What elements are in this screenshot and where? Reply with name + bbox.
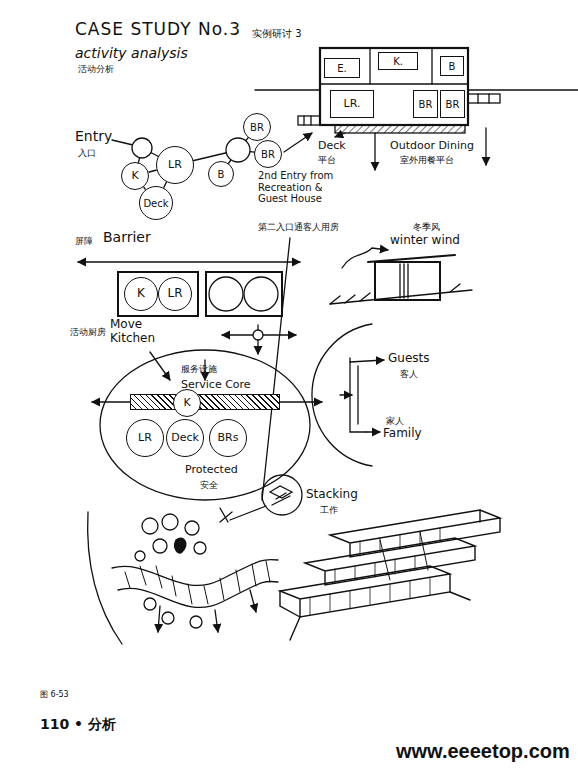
node-text: 服务设施 xyxy=(181,365,217,375)
sketch-label: Entry xyxy=(75,128,112,144)
sketch-label: 工作 xyxy=(320,505,338,515)
sketch-label: Move Kitchen xyxy=(110,318,162,346)
sketch-label: 图 6-53 xyxy=(40,690,69,699)
sketch-label: 平台 xyxy=(318,155,336,165)
sketch-label: Guests xyxy=(388,352,430,366)
node-text: LR xyxy=(168,159,182,171)
node-text: K xyxy=(131,170,138,182)
sketch-label: winter wind xyxy=(390,234,460,248)
sketch-label: 客人 xyxy=(400,369,418,379)
sketch-label: 活动厨房 xyxy=(70,327,106,337)
node-text: LR xyxy=(167,287,182,300)
node-text: Deck xyxy=(143,198,168,209)
service-core-band: 服务设施Service CoreK xyxy=(130,394,280,410)
node-text: LR xyxy=(138,432,152,444)
room-bubble: K xyxy=(124,277,158,311)
room-box: BR xyxy=(413,90,438,118)
sketch-label: www.eeeetop.com xyxy=(396,740,570,763)
sketch-label: 家人 xyxy=(386,416,404,426)
node-text: BRs xyxy=(218,432,239,444)
sketch-label: Protected xyxy=(185,464,238,477)
room-bubble: BRs xyxy=(209,419,247,457)
sketch-label: Stacking xyxy=(306,488,358,502)
sketch-label: Family xyxy=(383,427,422,441)
sketch-label: Deck xyxy=(318,140,346,153)
room-bubble: LR xyxy=(156,146,194,184)
node-text: BR xyxy=(250,122,264,133)
page-title: CASE STUDY No.3 xyxy=(75,20,241,40)
room-bubble: Deck xyxy=(139,186,173,220)
sketch-label: 入口 xyxy=(78,148,96,158)
room-box: K. xyxy=(378,52,418,70)
room-bubble: B xyxy=(208,161,234,187)
sketch-label: 冬季风 xyxy=(413,222,440,232)
room-bubble: LR xyxy=(126,419,164,457)
sketch-label: 110 • 分析 xyxy=(40,716,116,732)
sketch-label: 室外用餐平台 xyxy=(400,155,454,165)
sketch-label: 活动分析 xyxy=(78,64,114,74)
node-text: LR. xyxy=(344,98,361,110)
room-box: BR xyxy=(440,90,465,118)
sketch-label: 安全 xyxy=(200,480,218,490)
room-bubble: LR xyxy=(158,277,192,311)
room-bubble: Deck xyxy=(166,419,204,457)
node-text: K. xyxy=(393,56,403,67)
room-bubble: BR xyxy=(254,140,282,168)
room-bubble: K xyxy=(121,162,149,190)
room-box: E. xyxy=(324,58,360,78)
room-box: LR. xyxy=(330,90,374,118)
room-bubble: BR xyxy=(243,113,271,141)
node-text: E. xyxy=(337,63,347,74)
node-text: K xyxy=(137,287,145,300)
sketch-label: 第二入口通客人用房 xyxy=(258,222,339,232)
sketch-label: 2nd Entry from Recreation & Guest House xyxy=(258,170,340,205)
node-text: K xyxy=(183,397,190,409)
room-bubble: K xyxy=(173,389,201,417)
sketch-label: 实例研讨 3 xyxy=(252,28,302,40)
sketch-label: activity analysis xyxy=(75,45,188,61)
bubble-link xyxy=(148,170,156,172)
sketch-label: Barrier xyxy=(103,229,151,245)
node-text: Deck xyxy=(171,432,199,444)
node-text: BR xyxy=(261,149,275,160)
sketch-label: Outdoor Dining xyxy=(390,140,474,153)
room-box: B xyxy=(440,56,464,76)
node-text: B xyxy=(218,169,225,180)
bubble-link xyxy=(164,182,167,188)
node-text: B xyxy=(449,61,456,72)
sketch-label: 屏障 xyxy=(75,236,93,246)
node-text: BR xyxy=(446,99,460,110)
node-text: BR xyxy=(419,99,433,110)
